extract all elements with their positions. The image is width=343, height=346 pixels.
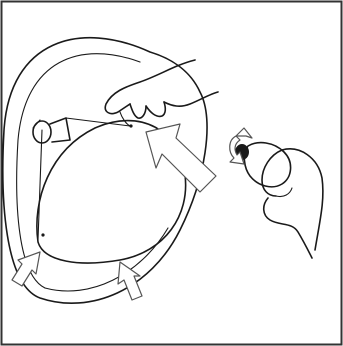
illustration-frame bbox=[0, 0, 343, 346]
lamp-bulb-replacement-diagram bbox=[0, 0, 343, 346]
